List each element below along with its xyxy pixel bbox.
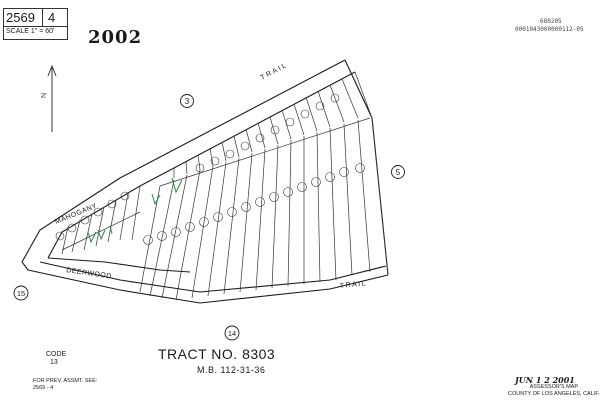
svg-text:3: 3	[185, 97, 190, 106]
green-annotations	[87, 177, 183, 244]
reference-number: 680205	[540, 18, 562, 25]
map-book-page-box: 2569 4 SCALE 1" = 60'	[3, 8, 68, 40]
tract-boundary	[21, 59, 389, 304]
tract-title: TRACT NO. 8303	[158, 346, 276, 362]
map-year: 2002	[88, 27, 143, 48]
box-divider-vertical	[42, 9, 43, 26]
prev-assessment-label: FOR PREV. ASSMT. SEE:	[33, 378, 98, 384]
scale-label: SCALE 1" = 60'	[6, 28, 55, 35]
circle-ref-3: 3	[180, 94, 194, 108]
street-label-trail-bottom: TRAIL	[339, 280, 367, 290]
svg-text:5: 5	[396, 168, 401, 177]
assessor-county: COUNTY OF LOS ANGELES, CALIF.	[508, 391, 600, 397]
assessor-title: ASSESSOR'S MAP	[529, 384, 579, 390]
lot-lines	[61, 71, 389, 301]
book-number: 2569	[6, 10, 35, 25]
assessor-map-footer: ASSESSOR'S MAP COUNTY OF LOS ANGELES, CA…	[508, 384, 600, 398]
date-stamp: JUN 1 2 2001	[515, 375, 575, 385]
circle-ref-5: 5	[391, 165, 405, 179]
street-label-trail-top: TRAIL	[260, 62, 290, 82]
box-divider-horizontal	[4, 26, 67, 27]
north-arrow-icon: N	[41, 64, 57, 132]
prev-assessment-note: FOR PREV. ASSMT. SEE: 2569 - 4	[33, 378, 97, 392]
map-book-reference: M.B. 112-31-36	[197, 365, 266, 375]
circle-ref-14: 14	[224, 325, 240, 341]
code-value: 13	[50, 359, 58, 366]
circle-ref-15: 15	[13, 285, 29, 301]
reference-code: 0001043000000112-05	[515, 26, 584, 33]
page-number: 4	[48, 10, 56, 25]
svg-text:N: N	[41, 93, 48, 98]
code-block: CODE 13	[46, 351, 66, 367]
prev-assessment-ref: 2569 - 4	[33, 385, 54, 391]
lot-number-markers	[55, 93, 365, 245]
svg-text:15: 15	[17, 289, 25, 298]
svg-text:14: 14	[228, 329, 236, 338]
street-label-deerwood: DEERWOOD	[66, 267, 112, 280]
code-label: CODE	[46, 351, 67, 358]
